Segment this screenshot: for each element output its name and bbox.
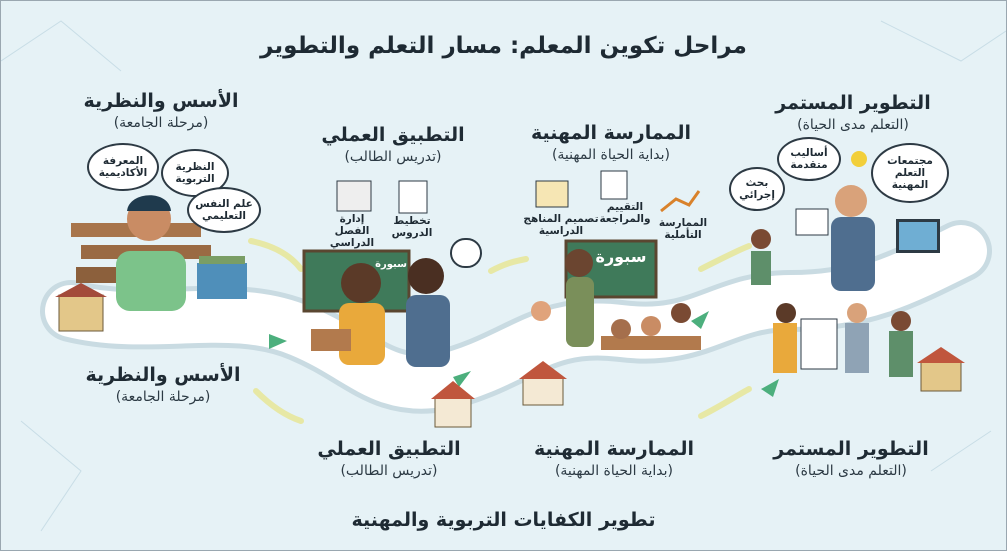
path-arrows [269,311,779,397]
bubble-educational-psychology: علم النفس التعليمي [187,187,261,233]
stage1-scene [55,195,247,332]
page-title: مراحل تكوين المعلم: مسار التعلم والتطوير [260,33,747,59]
stage3-scene [519,170,701,406]
label-classroom-management: إدارة الفصل الدراسي [329,213,375,249]
bubble-advanced-methods: أساليب متقدمة [777,137,841,181]
stage-title: التطوير المستمر [773,438,929,460]
stage-heading-bottom-4: التطوير المستمر (التعلم مدى الحياة) [741,437,961,481]
stage-heading-bottom-3: الممارسة المهنية (بداية الحياة المهنية) [504,437,724,481]
stage-title: الأسس والنظرية [85,364,241,386]
label-reflective-practice: الممارسة التأملية [658,217,708,241]
label-assessment-review: التقييم والمراجعة [599,201,651,225]
label-curriculum-design: تصميم المناهج الدراسية [523,213,599,237]
stage-subtitle: (تدريس الطالب) [340,463,438,479]
stage-subtitle: (بداية الحياة المهنية) [551,147,671,163]
stage4-scene [751,151,965,392]
stage-heading-top-1: الأسس والنظرية (مرحلة الجامعة) [51,89,271,133]
stage-title: الأسس والنظرية [83,90,239,112]
stage-heading-top-4: التطوير المستمر (التعلم مدى الحياة) [743,91,963,135]
board-text-2: سبورة [595,247,647,266]
bubble-learning-communities: مجتمعات التعلم المهنية [871,143,949,203]
stage-heading-top-2: التطبيق العملي (تدريس الطالب) [283,123,503,167]
stage-heading-top-3: الممارسة المهنية (بداية الحياة المهنية) [501,121,721,165]
footer-title: تطوير الكفايات التربوية والمهنية [351,509,656,531]
stage-heading-bottom-2: التطبيق العملي (تدريس الطالب) [279,437,499,481]
stage-title: الممارسة المهنية [531,122,691,144]
stage2-scene [302,180,482,428]
stage-subtitle: (تدريس الطالب) [344,149,442,165]
bubble-academic-knowledge: المعرفة الأكاديمية [87,143,159,191]
stage-subtitle: (مرحلة الجامعة) [115,389,211,405]
bubble-action-research: بحث إجرائي [729,167,785,211]
label-lesson-planning: تخطيط الدروس [391,215,433,239]
stage-title: الممارسة المهنية [534,438,694,460]
stage-subtitle: (مرحلة الجامعة) [113,115,209,131]
stage-subtitle: (بداية الحياة المهنية) [554,463,674,479]
stage-title: التطبيق العملي [317,438,461,460]
board-text-1: سبورة [375,259,407,270]
stage-heading-bottom-1: الأسس والنظرية (مرحلة الجامعة) [53,363,273,407]
stage-subtitle: (التعلم مدى الحياة) [795,463,907,479]
stage-title: التطوير المستمر [775,92,931,114]
stage-subtitle: (التعلم مدى الحياة) [797,117,909,133]
stage-title: التطبيق العملي [321,124,465,146]
